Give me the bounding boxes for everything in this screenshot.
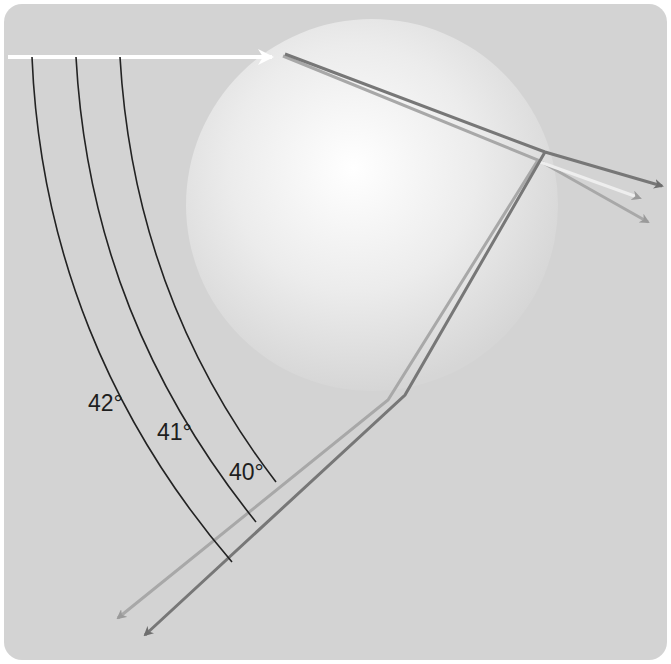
raindrop <box>186 19 558 391</box>
ray-light <box>283 56 648 222</box>
angle-arc <box>120 57 276 482</box>
ray-light <box>118 160 538 618</box>
angle-arc <box>32 57 232 562</box>
angle-label: 41° <box>157 421 192 444</box>
ray-dark <box>285 54 662 186</box>
angle-label: 42° <box>88 392 123 415</box>
incoming-ray <box>8 55 272 59</box>
angle-label: 40° <box>229 461 264 484</box>
background-panel <box>4 4 667 660</box>
angle-arc <box>76 57 256 522</box>
ray-dark <box>145 152 545 635</box>
ray-white <box>540 162 640 198</box>
